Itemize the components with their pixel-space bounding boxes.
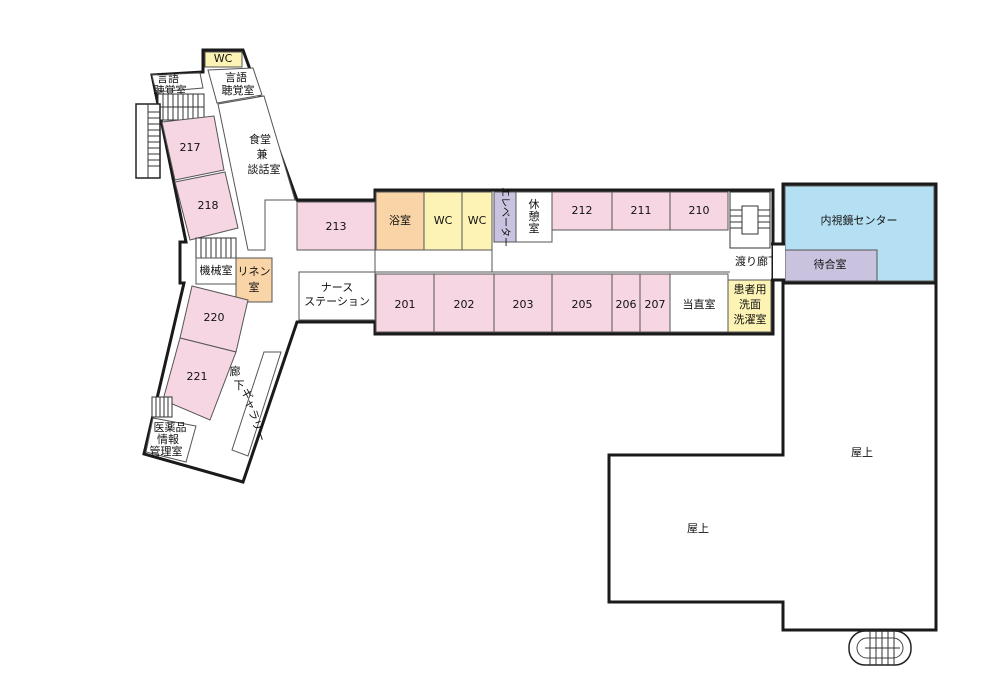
room-218-label: 218	[198, 199, 219, 212]
dining-room-line1: 食堂	[249, 132, 271, 146]
elevator-label: エレベーター	[499, 187, 511, 247]
duty-room-label: 当直室	[683, 297, 716, 311]
linen-room	[235, 257, 273, 303]
external-stair-bottom	[848, 630, 912, 666]
room-201-label: 201	[395, 298, 416, 311]
stair-lower-left	[151, 396, 173, 418]
external-stair-left	[135, 103, 161, 179]
waiting-room-label: 待合室	[814, 257, 847, 271]
room-211	[611, 191, 671, 231]
medicine-info-line2: 情報	[157, 433, 179, 446]
room-221-label: 221	[187, 370, 208, 383]
medicine-info-line3: 管理室	[150, 444, 183, 458]
laundry-room-line1: 患者用	[734, 283, 767, 296]
room-210-label: 210	[689, 204, 710, 217]
corridor-line1: 廊	[230, 364, 241, 378]
medicine-info-room	[145, 417, 197, 463]
room-207	[639, 273, 671, 333]
rest-room-line3: 室	[529, 221, 540, 235]
room-205	[551, 273, 613, 333]
room-202-label: 202	[454, 298, 475, 311]
room-211-label: 211	[631, 204, 652, 217]
speech-room-top-line1: 言語	[225, 70, 247, 84]
bath-room-label: 浴室	[389, 213, 411, 227]
wc-room-2	[461, 191, 493, 251]
gallery-area	[231, 351, 282, 457]
laundry-room	[727, 279, 772, 333]
nurse-station-line2: ステーション	[304, 295, 370, 308]
room-217-label: 217	[180, 141, 201, 154]
rest-room-line1: 休	[529, 198, 540, 211]
linen-room-line1: リネン	[238, 265, 271, 278]
nurse-station-line1: ナース	[321, 281, 353, 294]
room-213	[296, 201, 376, 251]
endoscopy-center-label: 内視鏡センター	[821, 213, 898, 227]
stair-right	[729, 191, 771, 249]
endoscopy-block: 内視鏡センター 待合室	[781, 182, 938, 285]
room-205-label: 205	[572, 298, 593, 311]
room-201	[375, 273, 435, 333]
wc-2-label: WC	[468, 214, 487, 227]
stair-upper-left	[157, 93, 205, 121]
speech-room-left	[151, 72, 204, 93]
linen-room-line2: 室	[249, 280, 260, 294]
room-206	[611, 273, 641, 333]
wc-room-1	[423, 191, 463, 251]
room-218	[174, 171, 239, 241]
corridor-line2: 下	[234, 379, 245, 392]
roof-outline	[607, 281, 938, 632]
roof-area: 屋上 屋上	[607, 281, 938, 666]
room-202	[433, 273, 495, 333]
roof-label-left: 屋上	[687, 522, 709, 535]
speech-room-left-line1: 言語	[157, 71, 179, 85]
roof-label-right: 屋上	[851, 446, 873, 459]
room-203	[493, 273, 553, 333]
duty-room	[669, 273, 729, 333]
bath-room	[375, 191, 425, 251]
laundry-room-line3: 洗濯室	[734, 312, 767, 326]
room-206-label: 206	[616, 298, 637, 311]
room-210	[669, 191, 729, 231]
bridge-connector	[771, 242, 785, 282]
room-203-label: 203	[513, 298, 534, 311]
wc-1-label: WC	[434, 214, 453, 227]
dining-room-line2: 兼	[257, 148, 268, 161]
ward-building: WC 言語 聴覚室 言語 聴覚室 217 218	[135, 48, 779, 484]
room-212-label: 212	[572, 204, 593, 217]
room-213-label: 213	[326, 220, 347, 233]
room-217	[161, 115, 225, 181]
dining-room	[217, 95, 296, 251]
room-220-label: 220	[204, 311, 225, 324]
laundry-room-line2: 洗面	[739, 298, 761, 311]
stair-middle-left	[195, 237, 237, 259]
ward-outline	[142, 48, 775, 484]
dining-room-line3: 談話室	[248, 162, 281, 176]
wc-top-label: WC	[214, 52, 233, 65]
room-221	[162, 337, 237, 421]
room-207-label: 207	[645, 298, 666, 311]
machine-room-label: 機械室	[200, 263, 233, 277]
rest-room-line2: 憩	[529, 209, 540, 223]
nurse-station	[298, 271, 376, 321]
speech-room-top-line2: 聴覚室	[222, 83, 255, 97]
speech-room-top	[207, 67, 263, 104]
machine-room	[195, 257, 237, 285]
medicine-info-line1: 医薬品	[154, 421, 187, 434]
wc-top-room	[204, 51, 243, 68]
corridor-bridge-label: 渡り廊下	[735, 254, 779, 268]
